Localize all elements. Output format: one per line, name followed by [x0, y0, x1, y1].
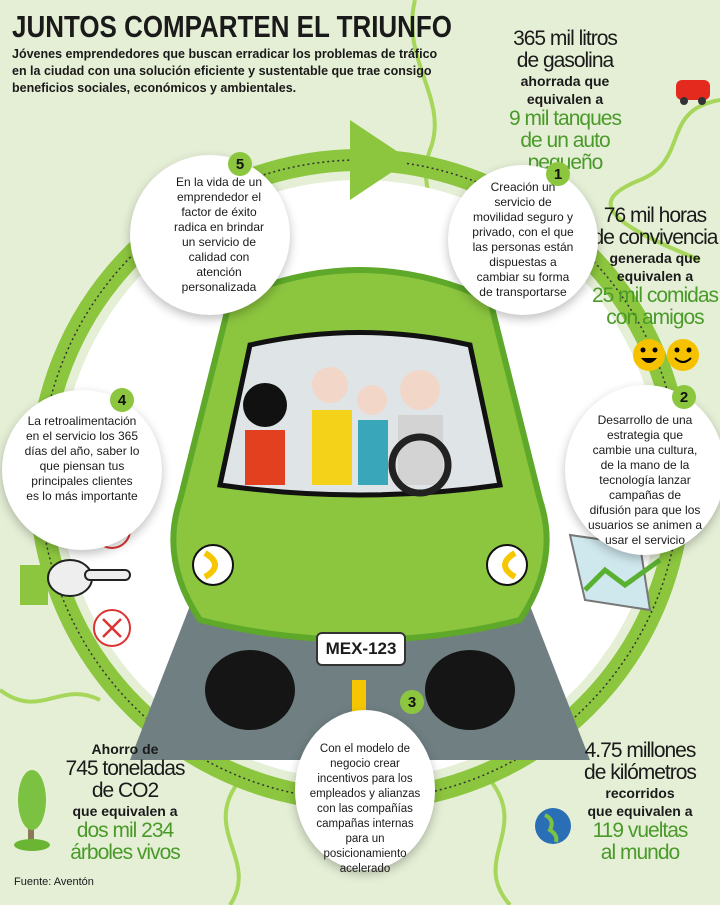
step-number: 3: [400, 690, 424, 714]
stat-line: de gasolina: [516, 49, 614, 73]
arrow-icon: [350, 120, 410, 200]
stat-line: equivalen a: [616, 268, 694, 285]
globe-icon: [535, 808, 571, 844]
steering-wheel: [388, 433, 452, 497]
decorative-wave: [0, 688, 101, 704]
stat-line: árboles vivos: [70, 841, 181, 865]
step-4-bubble: La retroalimentación en el servicio los …: [2, 390, 162, 550]
step-number: 1: [546, 162, 570, 186]
stat-line: que equivalen a: [587, 803, 693, 820]
decorative-wave: [488, 778, 512, 905]
stat-line: 4.75 millones: [584, 739, 697, 762]
step-number: 5: [228, 152, 252, 176]
page-subtitle: Jóvenes emprendedores que buscan erradic…: [12, 47, 438, 95]
stat-line: con amigos: [606, 306, 704, 330]
stat-line: 365 mil litros: [513, 27, 618, 50]
step-5-bubble: En la vida de un emprendedor el factor d…: [130, 155, 290, 315]
stat-line: recorridos: [605, 785, 675, 802]
stat-co2: Ahorro de 745 toneladas de CO2 que equiv…: [55, 740, 195, 864]
stat-line: 119 vueltas: [592, 819, 689, 843]
passenger-woman: [243, 383, 287, 427]
stat-line: que equivalen a: [72, 803, 178, 820]
step-text: Desarrollo de una estrategia que cambie …: [587, 413, 703, 547]
step-text: En la vida de un emprendedor el factor d…: [173, 175, 265, 294]
stat-line: de convivencia: [592, 226, 719, 250]
step-text: Creación un servicio de movilidad seguro…: [472, 180, 574, 299]
stat-line: 745 toneladas: [65, 757, 186, 780]
wheel: [425, 650, 515, 730]
stat-line: de kilómetros: [584, 761, 697, 785]
step-number: 4: [110, 388, 134, 412]
stat-line: Ahorro de: [91, 741, 159, 757]
stat-line: de CO2: [91, 779, 159, 803]
smiley-icon: [667, 339, 699, 371]
cross-icon: [93, 609, 131, 647]
smiley-icon: [633, 339, 665, 371]
step-text: La retroalimentación en el servicio los …: [24, 414, 140, 503]
step-1-bubble: Creación un servicio de movilidad seguro…: [448, 165, 598, 315]
stat-km: 4.75 millones de kilómetros recorridos q…: [570, 739, 710, 865]
step-number: 2: [672, 385, 696, 409]
car-icon: [676, 80, 710, 105]
step-3-bubble: Con el modelo de negocio crear incentivo…: [295, 710, 435, 875]
decorative-wave: [608, 98, 720, 262]
stat-line: 9 mil tanques: [509, 107, 622, 131]
step-text: Con el modelo de negocio crear incentivo…: [309, 743, 421, 875]
stat-line: 25 mil comidas: [591, 284, 719, 308]
step-2-bubble: Desarrollo de una estrategia que cambie …: [565, 385, 720, 555]
passenger-man: [312, 367, 348, 403]
stat-line: 76 mil horas: [603, 204, 707, 227]
wheel: [205, 650, 295, 730]
stat-line: generada que: [609, 250, 701, 267]
tree-icon: [14, 770, 50, 851]
page-title-wrapper: JUNTOS COMPARTEN EL TRIUNFO: [12, 9, 452, 44]
decorative-wave: [223, 778, 242, 905]
stat-hours: 76 mil horas de convivencia generada que…: [590, 204, 720, 330]
stat-line: dos mil 234: [76, 819, 174, 843]
source-note: Fuente: Aventón: [14, 876, 94, 888]
passenger-man: [357, 385, 387, 415]
stat-line: al mundo: [600, 841, 680, 865]
pointing-hand-icon: [20, 559, 131, 605]
license-plate: MEX-123: [316, 632, 406, 666]
driver: [400, 370, 440, 410]
stat-line: ahorrada que equivalen a: [520, 73, 610, 108]
stat-gasoline: 365 mil litros de gasolina ahorrada que …: [490, 27, 640, 174]
page-title: JUNTOS COMPARTEN EL TRIUNFO: [12, 9, 452, 44]
